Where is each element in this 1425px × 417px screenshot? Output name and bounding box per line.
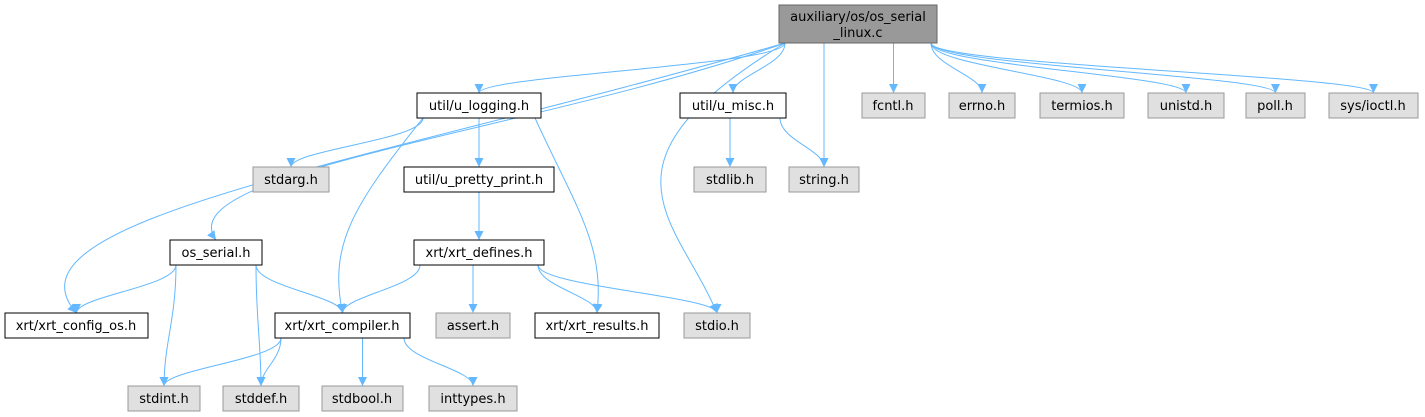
edge-xrt_compiler-to-stddef [256,337,282,387]
edge-root-to-poll [930,42,1280,94]
node-label: string.h [799,173,849,188]
node-root-source-file[interactable]: auxiliary/os/os_serial _linux.c [778,4,938,44]
edge-os_serial-to-stddef [255,264,266,387]
node-label: stddef.h [235,392,287,407]
node-stdint[interactable]: stdint.h [127,385,201,412]
node-stdio[interactable]: stdio.h [683,312,751,339]
edge-os_serial-to-xrt_compiler [255,264,347,314]
node-label: stdbool.h [332,392,392,407]
node-label: xrt/xrt_defines.h [426,246,533,261]
node-u-logging[interactable]: util/u_logging.h [416,92,542,119]
edge-u_logging-to-xrt_results [534,117,603,314]
node-assert[interactable]: assert.h [435,312,511,339]
edge-xrt_defines-to-stdio [537,264,722,314]
edge-root-to-xrt_config_os [64,42,786,314]
edge-root-to-errno [930,42,987,94]
edge-xrt_defines-to-xrt_results [537,264,602,314]
node-poll[interactable]: poll.h [1245,92,1306,119]
node-stddef[interactable]: stddef.h [222,385,300,412]
node-label: util/u_misc.h [692,99,774,114]
node-label: fcntl.h [872,99,913,114]
node-sys-ioctl[interactable]: sys/ioctl.h [1328,92,1419,119]
edge-root-to-u_misc [728,42,786,94]
root-label-line2: _linux.c [832,26,882,41]
node-label: stdio.h [695,319,739,334]
node-label: poll.h [1257,99,1293,114]
edge-os_serial-to-xrt_config_os [72,264,177,314]
node-stdbool[interactable]: stdbool.h [321,385,404,412]
node-label: xrt/xrt_config_os.h [16,319,137,334]
node-fcntl[interactable]: fcntl.h [861,92,926,119]
node-label: unistd.h [1160,99,1213,114]
edge-xrt_compiler-to-inttypes [403,337,478,387]
edge-root-to-stdio [660,42,786,314]
node-errno[interactable]: errno.h [948,92,1016,119]
node-label: stdarg.h [264,173,318,188]
node-label: stdint.h [139,392,188,407]
node-label: util/u_logging.h [429,99,529,114]
node-label: xrt/xrt_compiler.h [285,319,400,334]
nodes-layer: auxiliary/os/os_serial _linux.c util/u_l… [4,4,1419,412]
node-stdlib[interactable]: stdlib.h [693,166,767,193]
node-label: os_serial.h [182,246,251,261]
node-os-serial[interactable]: os_serial.h [169,239,263,266]
node-xrt-compiler[interactable]: xrt/xrt_compiler.h [274,312,411,339]
node-label: termios.h [1051,99,1113,114]
root-label-line1: auxiliary/os/os_serial [790,10,926,25]
edge-root-to-sys_ioctl [930,42,1378,94]
node-label: util/u_pretty_print.h [415,173,543,188]
node-termios[interactable]: termios.h [1039,92,1125,119]
edge-u_logging-to-xrt_compiler [336,117,424,314]
edge-xrt_defines-to-xrt_compiler [338,264,421,314]
node-label: assert.h [447,319,499,334]
node-stdarg[interactable]: stdarg.h [252,166,330,193]
node-label: errno.h [959,99,1006,114]
node-xrt-defines[interactable]: xrt/xrt_defines.h [413,239,545,266]
node-label: stdlib.h [706,173,754,188]
edge-u_misc-to-string [779,117,829,168]
node-unistd[interactable]: unistd.h [1147,92,1225,119]
node-u-misc[interactable]: util/u_misc.h [679,92,787,119]
node-xrt-config-os[interactable]: xrt/xrt_config_os.h [4,312,149,339]
node-label: inttypes.h [440,392,505,407]
edge-root-to-os_serial [207,42,786,241]
edge-root-to-u_logging [474,42,786,94]
edge-root-to-termios [930,42,1087,94]
edges-layer [64,42,1378,387]
node-u-pretty-print[interactable]: util/u_pretty_print.h [403,166,555,193]
edge-root-to-unistd [930,42,1191,94]
edge-xrt_compiler-to-stdint [159,337,282,387]
node-xrt-results[interactable]: xrt/xrt_results.h [534,312,660,339]
edge-os_serial-to-stdint [159,264,177,387]
node-label: xrt/xrt_results.h [545,319,648,334]
node-string[interactable]: string.h [788,166,860,193]
node-label: sys/ioctl.h [1340,99,1405,114]
node-inttypes[interactable]: inttypes.h [428,385,518,412]
